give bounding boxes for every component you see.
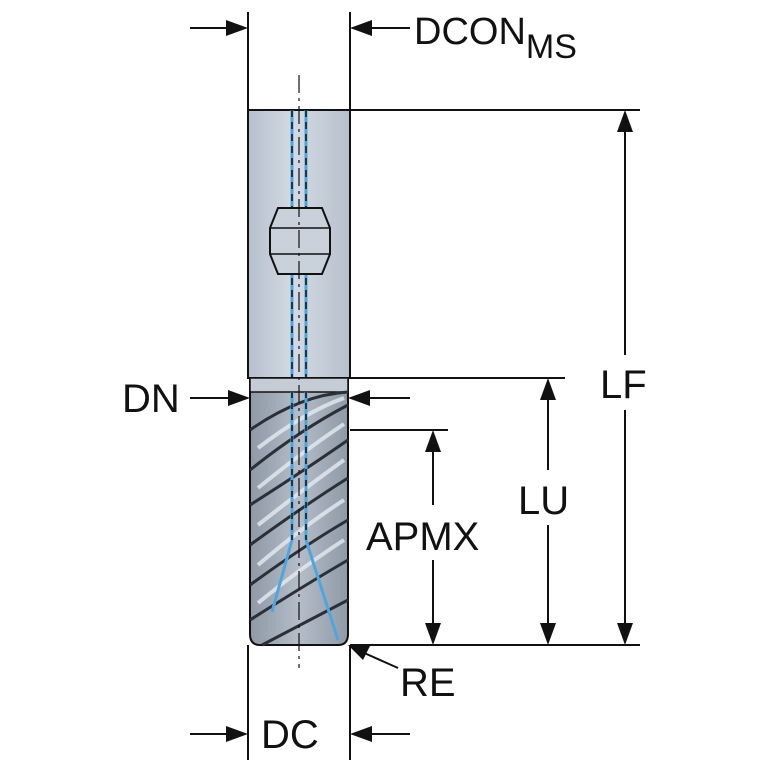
- dc-label: DC: [261, 713, 319, 757]
- dn-dimension: [190, 390, 410, 406]
- dc-dimension: [190, 726, 410, 742]
- lf-dimension: [617, 110, 633, 645]
- extension-lines: [247, 12, 640, 760]
- re-leader: [348, 645, 399, 669]
- lu-label: LU: [518, 479, 569, 523]
- lu-dimension: [540, 378, 556, 645]
- dcon-label: DCONMS: [414, 11, 577, 66]
- re-label: RE: [400, 661, 456, 705]
- shank-flat: [269, 207, 331, 275]
- apmx-label: APMX: [366, 515, 479, 559]
- dcon-dimension: [190, 20, 410, 36]
- dn-label: DN: [122, 377, 180, 421]
- apmx-dimension: [425, 430, 441, 645]
- lf-label: LF: [600, 363, 647, 407]
